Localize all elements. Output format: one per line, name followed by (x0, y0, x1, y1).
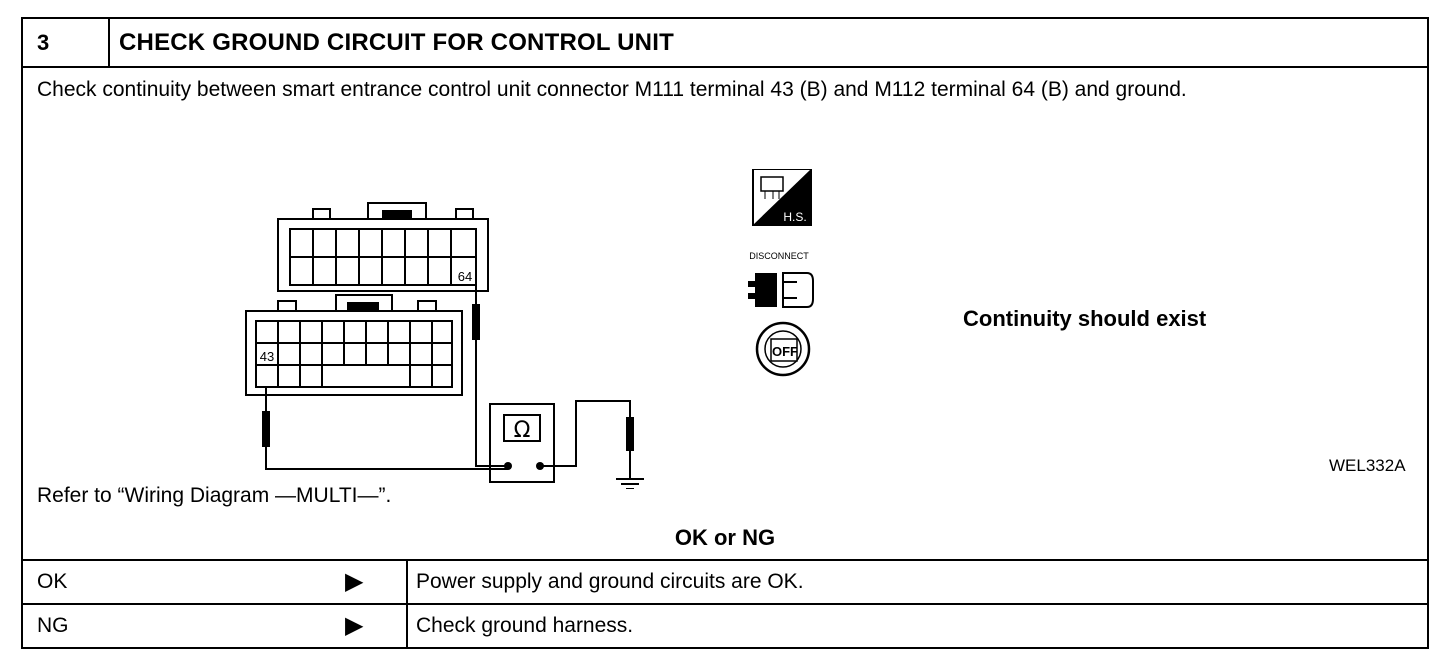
disconnect-label: DISCONNECT (749, 251, 809, 261)
ignition-off-icon: OFF (755, 321, 811, 377)
harness-side-label: H.S. (783, 210, 806, 224)
row-divider (406, 561, 408, 603)
ignition-off-label: OFF (772, 344, 798, 359)
arrow-right-icon: ▶ (345, 612, 364, 639)
instruction-text: Check continuity between smart entrance … (37, 78, 1187, 101)
ohmmeter (489, 403, 555, 483)
connector-diagram: 64 43 Ω (245, 202, 644, 489)
decision-label: OK (37, 570, 68, 593)
figure-code: WEL332A (1329, 456, 1406, 475)
arrow-right-icon: ▶ (345, 568, 364, 595)
terminal-43-label: 43 (260, 349, 274, 364)
expected-result: Continuity should exist (963, 306, 1207, 331)
decision-row-ok: OK ▶ Power supply and ground circuits ar… (23, 559, 1427, 603)
ohm-symbol: Ω (514, 418, 531, 443)
row-divider (406, 605, 408, 647)
disconnect-icon: DISCONNECT (748, 251, 814, 308)
step-number: 3 (23, 19, 110, 66)
reference-note: Refer to “Wiring Diagram —MULTI—”. (37, 484, 392, 507)
harness-side-icon: H.S. (752, 169, 812, 226)
step-header: 3 CHECK GROUND CIRCUIT FOR CONTROL UNIT (23, 19, 1427, 68)
decision-text: Power supply and ground circuits are OK. (416, 570, 804, 593)
step-title: CHECK GROUND CIRCUIT FOR CONTROL UNIT (119, 29, 674, 56)
condition-icons: H.S. DISCONNECT OFF (748, 169, 814, 377)
decision-row-ng: NG ▶ Check ground harness. (23, 603, 1427, 647)
terminal-64-label: 64 (458, 269, 472, 284)
decision-text: Check ground harness. (416, 614, 634, 637)
procedure-table: 3 CHECK GROUND CIRCUIT FOR CONTROL UNIT … (21, 17, 1429, 649)
decision-label: NG (37, 614, 69, 637)
decision-heading: OK or NG (674, 525, 776, 550)
